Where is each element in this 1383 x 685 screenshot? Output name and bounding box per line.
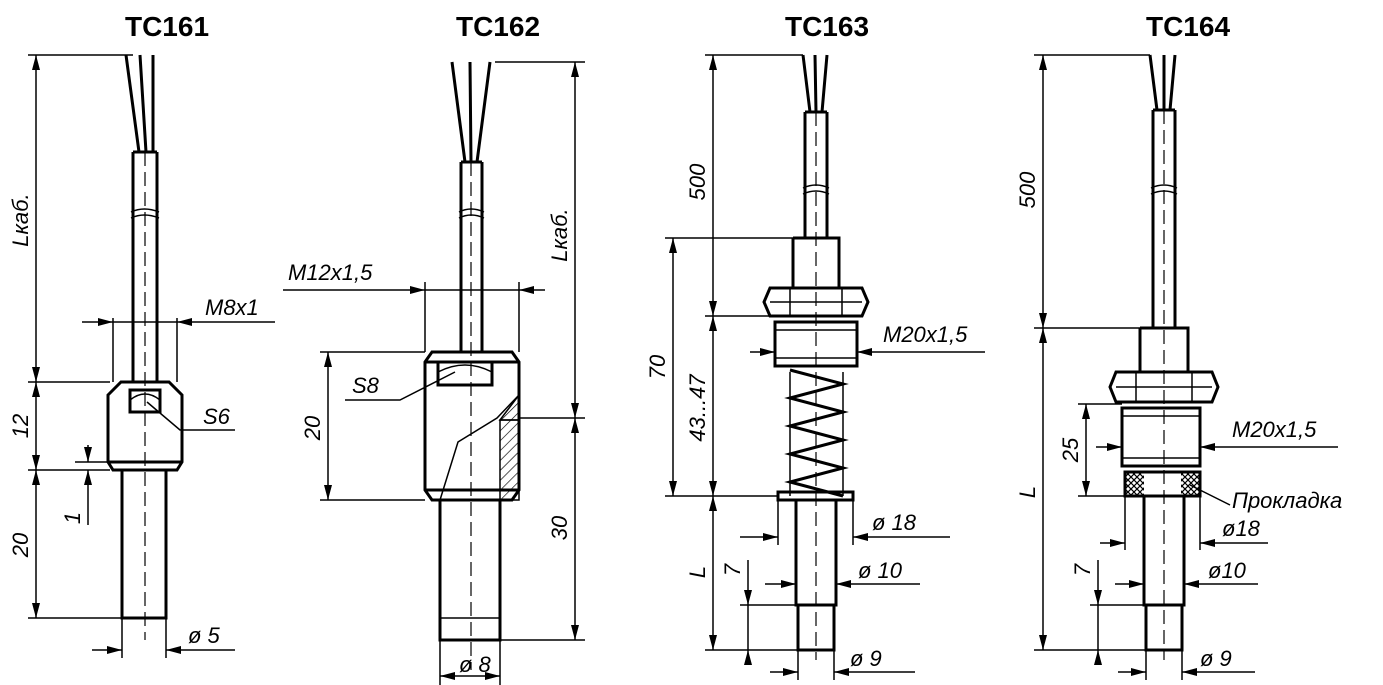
tc164-tube-diameter-label: ø10 (1208, 558, 1247, 583)
title-tc161: ТС161 (125, 11, 209, 42)
tc163-overall-label: 70 (645, 354, 670, 379)
tc161-wrench-label: S6 (203, 404, 231, 429)
sensor-tc163: 500 70 43...47 L 7 M20x1,5 ø 18 ø 10 ø 9 (645, 54, 985, 680)
tc163-cable-length-label: 500 (685, 163, 710, 200)
tc164-gasket-label: Прокладка (1232, 488, 1342, 513)
tc163-spring-range-label: 43...47 (685, 374, 710, 442)
tc163-tip-diameter-label: ø 9 (850, 646, 882, 671)
tc162-wrench-label: S8 (352, 373, 380, 398)
tc164-cable-length-label: 500 (1015, 171, 1040, 208)
tc161-cable-length-label: Lкаб. (8, 193, 33, 246)
sensor-tc164: 500 L 25 7 M20x1,5 Прокладка ø18 ø10 ø 9 (1015, 54, 1342, 680)
tc162-cable-length-label: Lкаб. (547, 208, 572, 261)
tc161-head-height-label: 12 (8, 414, 33, 438)
tc161-probe-length-label: 20 (8, 532, 33, 558)
tc161-probe-diameter-label: ø 5 (188, 623, 221, 648)
tc163-probe-length-label: L (685, 566, 710, 578)
title-tc164: ТС164 (1146, 11, 1230, 42)
sensor-tc162: Lкаб. 30 20 M12x1,5 S8 ø 8 (283, 61, 585, 685)
tc161-gap-label: 1 (60, 512, 85, 524)
tc162-head-height-label: 20 (300, 415, 325, 441)
tc162-probe-length-label: 30 (547, 515, 572, 540)
sensor-tc161: Lкаб. 12 20 1 M8x1 S6 ø 5 (8, 54, 275, 658)
tc163-thread-label: M20x1,5 (883, 322, 968, 347)
tc164-probe-length-label: L (1015, 486, 1040, 498)
tc164-flange-diameter-label: ø18 (1222, 516, 1261, 541)
title-tc162: ТС162 (456, 11, 540, 42)
tc163-flange-diameter-label: ø 18 (872, 510, 917, 535)
tc164-tip-length-label: 7 (1070, 563, 1095, 576)
tc162-probe-diameter-label: ø 8 (459, 652, 492, 677)
tc163-tube-diameter-label: ø 10 (858, 558, 903, 583)
tc164-thread-label: M20x1,5 (1232, 417, 1317, 442)
tc164-tip-diameter-label: ø 9 (1200, 646, 1232, 671)
tc161-thread-label: M8x1 (205, 295, 259, 320)
tc164-thread-height-label: 25 (1058, 437, 1083, 463)
tc163-tip-length-label: 7 (720, 563, 745, 576)
tc162-thread-label: M12x1,5 (288, 260, 373, 285)
title-tc163: ТС163 (785, 11, 869, 42)
